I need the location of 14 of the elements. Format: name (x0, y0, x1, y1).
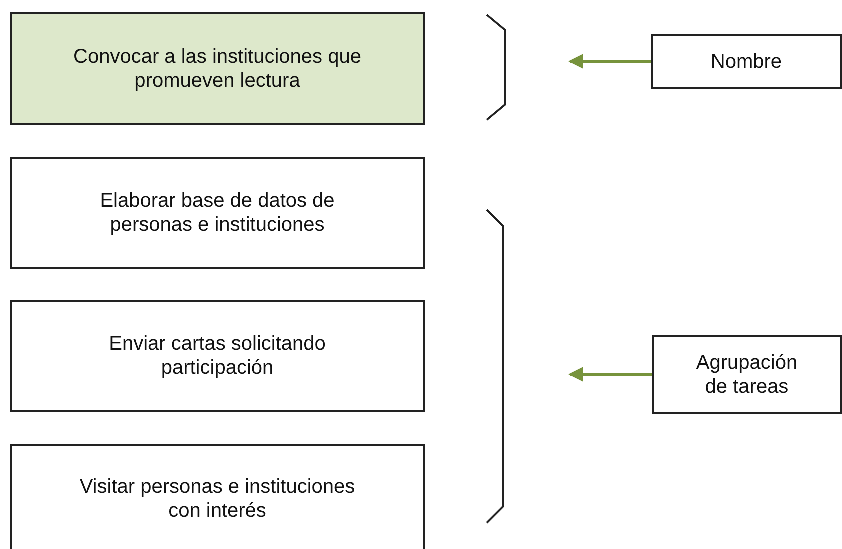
box-text: Enviar cartas solicitando participación (108, 332, 327, 380)
box-text: Convocar a las instituciones que promueven lectura (72, 44, 362, 92)
process-box (10, 157, 425, 269)
box-text: Elaborar base de datos de personas e instituciones (99, 189, 336, 237)
arrow (568, 54, 651, 69)
box-text: Agrupación de tareas (695, 350, 799, 398)
process-box (10, 444, 425, 549)
note-box (651, 34, 842, 89)
process-box (10, 12, 425, 125)
arrow (568, 367, 652, 382)
process-box (10, 300, 425, 412)
note-box (652, 335, 842, 414)
box-text: Nombre (710, 50, 782, 74)
box-text: Visitar personas e instituciones con interés (78, 475, 356, 523)
